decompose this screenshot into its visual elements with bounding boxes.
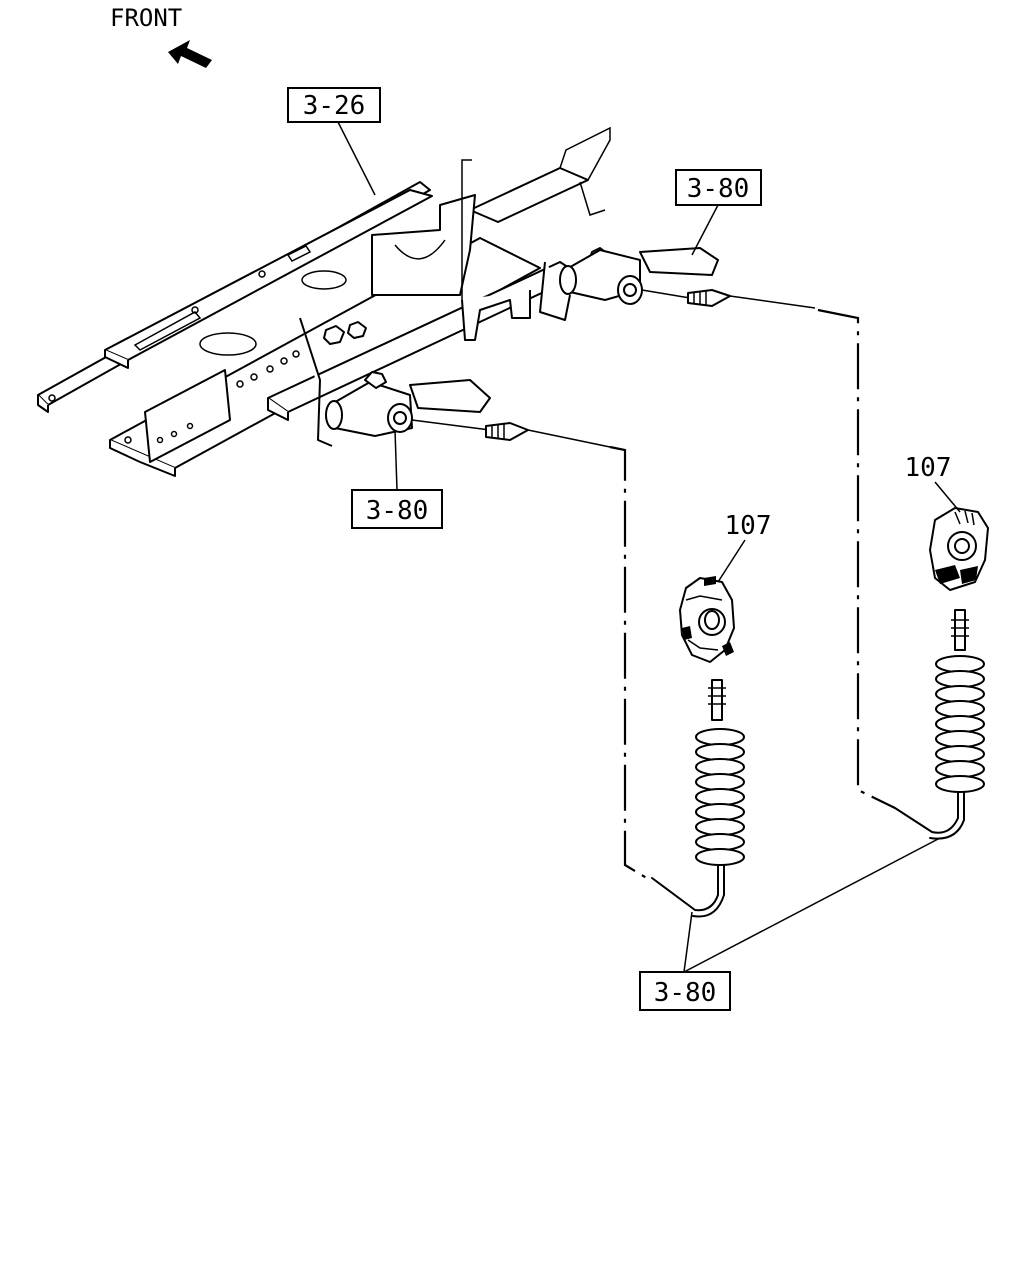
callout-coupling-left[interactable]: 107 [725, 511, 772, 541]
lower-valve-assembly [325, 371, 611, 448]
callout-frame-text: 3-26 [303, 91, 366, 121]
callout-coil-text: 3-80 [654, 978, 717, 1008]
right-coupling-head [929, 507, 989, 591]
right-coil-hose [894, 609, 985, 840]
upper-valve-assembly [559, 247, 816, 309]
callout-valve-lower[interactable]: 3-80 [351, 489, 443, 529]
callout-frame[interactable]: 3-26 [287, 87, 381, 123]
callout-valve-upper-text: 3-80 [687, 174, 750, 204]
frame-bracket-assembly [37, 126, 611, 477]
cable-routes [609, 308, 896, 881]
callout-valve-upper[interactable]: 3-80 [675, 169, 762, 206]
leader-lines [337, 121, 961, 973]
callout-valve-lower-text: 3-80 [366, 496, 429, 526]
left-coil-hose [651, 679, 745, 918]
callout-coil[interactable]: 3-80 [639, 971, 731, 1011]
front-label: FRONT [110, 4, 182, 32]
callout-coupling-right[interactable]: 107 [905, 453, 952, 483]
front-arrow-icon [168, 40, 212, 68]
left-coupling-head [679, 576, 735, 663]
